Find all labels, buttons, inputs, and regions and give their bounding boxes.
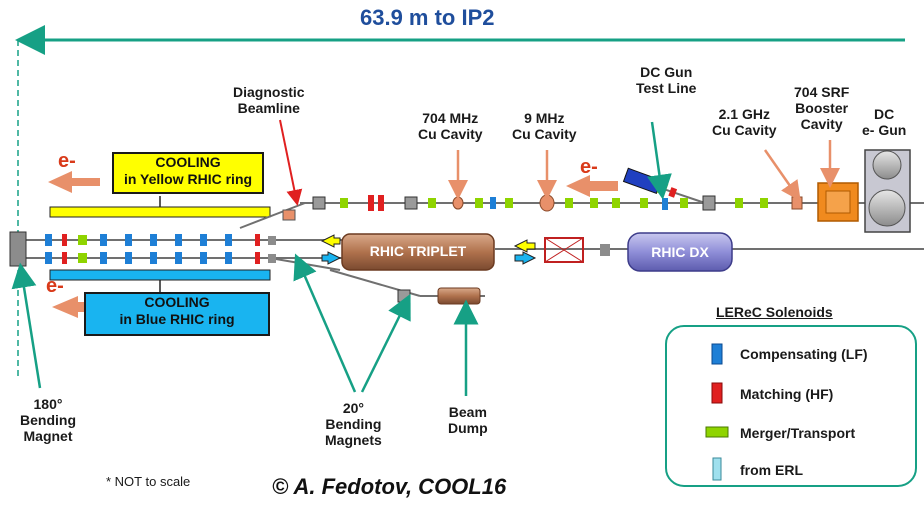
yellow-electron-label: e- xyxy=(58,150,76,172)
bending-180-line2: Bending xyxy=(20,412,76,429)
cavity-704-label: 704 MHz Cu Cavity xyxy=(418,110,483,142)
middle-electron-arrow xyxy=(566,175,618,197)
beam-dump-body xyxy=(437,287,481,305)
distance-label: 63.9 m to IP2 xyxy=(360,5,495,30)
legend-label-compensating: Compensating (LF) xyxy=(740,346,868,362)
dc-gun-line2: e- Gun xyxy=(862,122,907,139)
bending-180-line3: Magnet xyxy=(23,428,73,445)
bending-20-label: 20° Bending Magnets xyxy=(325,400,382,448)
dc-gun-test-line2: Test Line xyxy=(636,80,697,97)
blue-electron-label: e- xyxy=(46,275,64,297)
testline-callout xyxy=(647,121,672,200)
legend-label-merger: Merger/Transport xyxy=(740,425,856,441)
not-to-scale-note: * NOT to scale xyxy=(106,474,191,489)
cavity-9-line2: Cu Cavity xyxy=(512,126,577,143)
srf-booster-label: 704 SRF Booster Cavity xyxy=(794,84,849,132)
blue-bracket xyxy=(49,269,271,281)
bending-180-label: 180° Bending Magnet xyxy=(20,396,76,444)
bending-20-line1: 20° xyxy=(342,400,364,416)
cavity-21-line2: Cu Cavity xyxy=(712,122,777,139)
bending-magnet-180 xyxy=(9,231,27,267)
yellow-electron-arrow xyxy=(48,171,100,193)
dc-gun-test-line1: DC Gun xyxy=(640,64,693,80)
yellow-cooling-line1: COOLING xyxy=(155,154,221,170)
cavity-704-line2: Cu Cavity xyxy=(418,126,483,143)
cavity-9-label: 9 MHz Cu Cavity xyxy=(512,110,577,142)
legend-title: LEReC Solenoids xyxy=(716,304,833,320)
crossing-frame xyxy=(544,237,610,263)
test-line-device xyxy=(622,167,678,198)
merger-upper xyxy=(239,202,306,229)
rhic-dx-label: RHIC DX xyxy=(651,244,709,260)
injection-line-components xyxy=(282,194,803,221)
dc-gun-test-label: DC Gun Test Line xyxy=(636,64,696,96)
rhic-triplet-magnet xyxy=(341,233,495,271)
diagnostic-line2: Beamline xyxy=(237,100,300,117)
credit-note: © A. Fedotov, COOL16 xyxy=(272,474,507,499)
srf-booster-core xyxy=(825,190,851,214)
legend-swatch-erl xyxy=(712,457,722,481)
blue-cooling-line1: COOLING xyxy=(144,294,210,310)
rhic-dx-magnet xyxy=(627,232,733,272)
beam-dump-line2: Dump xyxy=(448,420,488,437)
legend-swatch-matching xyxy=(711,382,723,404)
srf-booster-line2: Booster xyxy=(795,100,849,117)
legend-label-erl: from ERL xyxy=(740,462,803,478)
legend-frame xyxy=(665,325,917,487)
cavity-9-line1: 9 MHz xyxy=(524,110,565,126)
blue-cooling-box: COOLING in Blue RHIC ring xyxy=(84,292,270,336)
cavity21-callout xyxy=(763,149,801,202)
bending-180-line1: 180° xyxy=(33,396,63,412)
beam-dump-line1: Beam xyxy=(448,404,487,420)
diagnostic-callout xyxy=(279,119,303,206)
ring-solenoids xyxy=(45,234,276,264)
bending-20-line2: Bending xyxy=(325,416,382,433)
yellow-bracket xyxy=(49,206,271,218)
blue-cooling-line2: in Blue RHIC ring xyxy=(119,310,235,327)
bend20-callout-b xyxy=(360,293,411,393)
legend-swatch-merger xyxy=(705,426,729,438)
bend20-callout-a xyxy=(293,253,357,393)
dc-gun-label: DC e- Gun xyxy=(862,106,906,138)
cavity-21-label: 2.1 GHz Cu Cavity xyxy=(712,106,777,138)
cavity-704-line1: 704 MHz xyxy=(422,110,479,126)
diagnostic-line1: Diagnostic xyxy=(233,84,305,100)
bend180-callout xyxy=(11,262,42,389)
yellow-cooling-box: COOLING in Yellow RHIC ring xyxy=(112,152,264,194)
srf-booster-line3: Cavity xyxy=(800,116,843,133)
rhic-triplet-label: RHIC TRIPLET xyxy=(369,243,467,259)
dc-gun-body xyxy=(864,149,911,233)
legend-label-matching: Matching (HF) xyxy=(740,386,834,402)
legend-swatch-compensating xyxy=(711,343,723,365)
blue-electron-arrow xyxy=(52,296,100,318)
diagnostic-beamline-label: Diagnostic Beamline xyxy=(233,84,305,116)
bending-20-line3: Magnets xyxy=(325,432,382,449)
dc-gun-line1: DC xyxy=(874,106,895,122)
beam-dump-label: Beam Dump xyxy=(448,404,488,436)
srf-booster-line1: 704 SRF xyxy=(794,84,850,100)
middle-electron-label: e- xyxy=(580,156,598,178)
triplet-beam-arrows xyxy=(320,234,537,265)
dump-magnet xyxy=(397,289,411,303)
yellow-cooling-line2: in Yellow RHIC ring xyxy=(123,170,253,187)
cavity-21-line1: 2.1 GHz xyxy=(718,106,770,122)
legend-swatches xyxy=(705,343,729,481)
